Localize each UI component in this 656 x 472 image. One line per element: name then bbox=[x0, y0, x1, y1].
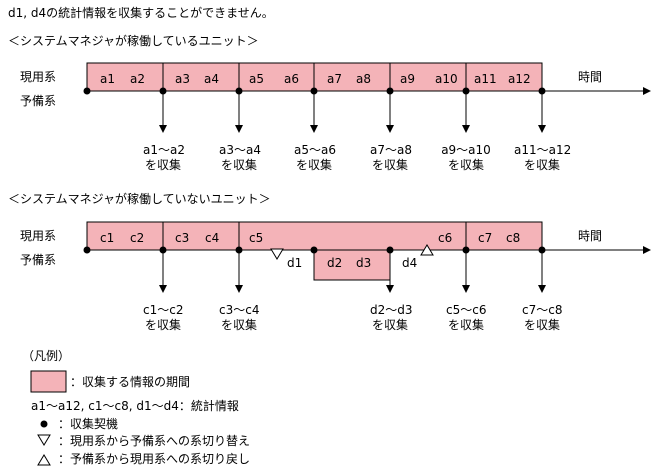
legend-switchover-triangle-icon bbox=[37, 434, 51, 446]
switchback-triangle-icon bbox=[420, 244, 434, 256]
segment-label: c4 bbox=[205, 231, 220, 245]
segment-label: c5 bbox=[249, 231, 264, 245]
legend-collect-dot-icon bbox=[40, 420, 48, 428]
s2-standby-period-box bbox=[313, 249, 391, 281]
section2-title: ＜システムマネジャが稼働していないユニット＞ bbox=[8, 192, 271, 206]
collect-point-dot bbox=[386, 246, 394, 254]
segment-label: a7 bbox=[327, 72, 342, 86]
collect-point-dot bbox=[310, 87, 318, 95]
legend-period-text: ：収集する情報の期間 bbox=[70, 375, 191, 389]
s1-collect-arrows bbox=[159, 91, 546, 133]
s2-row-active-label: 現用系 bbox=[20, 229, 57, 243]
collect-point-dot bbox=[462, 246, 470, 254]
s1-row-active-label: 現用系 bbox=[20, 70, 57, 84]
segment-label: a1 bbox=[100, 72, 115, 86]
segment-label: a8 bbox=[356, 72, 371, 86]
s2-period-box bbox=[86, 221, 543, 251]
s1-time-label: 時間 bbox=[578, 70, 603, 84]
segment-label: a6 bbox=[284, 72, 299, 86]
s2-collect-dots bbox=[83, 246, 546, 254]
legend-switch-text: ：現用系から予備系への系切り替え bbox=[58, 434, 251, 448]
collect-point-dot bbox=[386, 87, 394, 95]
legend-period-swatch bbox=[30, 370, 67, 393]
segment-label: c8 bbox=[506, 231, 521, 245]
segment-label: c1 bbox=[100, 231, 115, 245]
segment-label: c6 bbox=[438, 231, 453, 245]
segment-label: c7 bbox=[478, 231, 493, 245]
s2-collect-arrows bbox=[159, 250, 546, 293]
segment-label: c2 bbox=[130, 231, 145, 245]
legend-switchback-triangle-icon bbox=[37, 454, 51, 466]
collect-point-dot bbox=[83, 246, 91, 254]
collect-point-dot bbox=[462, 87, 470, 95]
collect-point-dot bbox=[235, 246, 243, 254]
segment-label: d1 bbox=[287, 256, 303, 270]
legend-collect-text: ：収集契機 bbox=[58, 417, 119, 431]
legend-title: （凡例） bbox=[22, 349, 71, 363]
s1-row-standby-label: 予備系 bbox=[20, 94, 57, 108]
segment-label: a2 bbox=[130, 72, 145, 86]
segment-label: d4 bbox=[402, 256, 418, 270]
segment-label: c3 bbox=[175, 231, 190, 245]
collect-point-dot bbox=[310, 246, 318, 254]
segment-label: a3 bbox=[175, 72, 190, 86]
segment-label: a11 bbox=[474, 72, 497, 86]
segment-label: a5 bbox=[249, 72, 264, 86]
s2-time-label: 時間 bbox=[578, 229, 603, 243]
collect-point-dot bbox=[538, 87, 546, 95]
switchover-triangle-icon bbox=[270, 248, 284, 260]
segment-label: a10 bbox=[435, 72, 458, 86]
segment-label: d3 bbox=[356, 256, 372, 270]
collect-point-dot bbox=[235, 87, 243, 95]
note-text: d1, d4の統計情報を収集することができません。 bbox=[8, 6, 274, 20]
segment-label: a4 bbox=[204, 72, 219, 86]
segment-label: a12 bbox=[508, 72, 531, 86]
s2-row-standby-label: 予備系 bbox=[20, 253, 57, 267]
section1-title: ＜システムマネジャが稼働しているユニット＞ bbox=[8, 34, 259, 48]
collect-point-dot bbox=[538, 246, 546, 254]
collect-point-dot bbox=[83, 87, 91, 95]
collect-point-dot bbox=[159, 246, 167, 254]
legend-switchback-text: ：予備系から現用系への系切り戻し bbox=[58, 452, 251, 466]
collect-point-dot bbox=[159, 87, 167, 95]
legend-stats-text: a1～a12, c1～c8, d1～d4：統計情報 bbox=[31, 399, 239, 413]
segment-label: a9 bbox=[400, 72, 415, 86]
s1-collect-dots bbox=[83, 87, 546, 95]
segment-label: d2 bbox=[327, 256, 343, 270]
